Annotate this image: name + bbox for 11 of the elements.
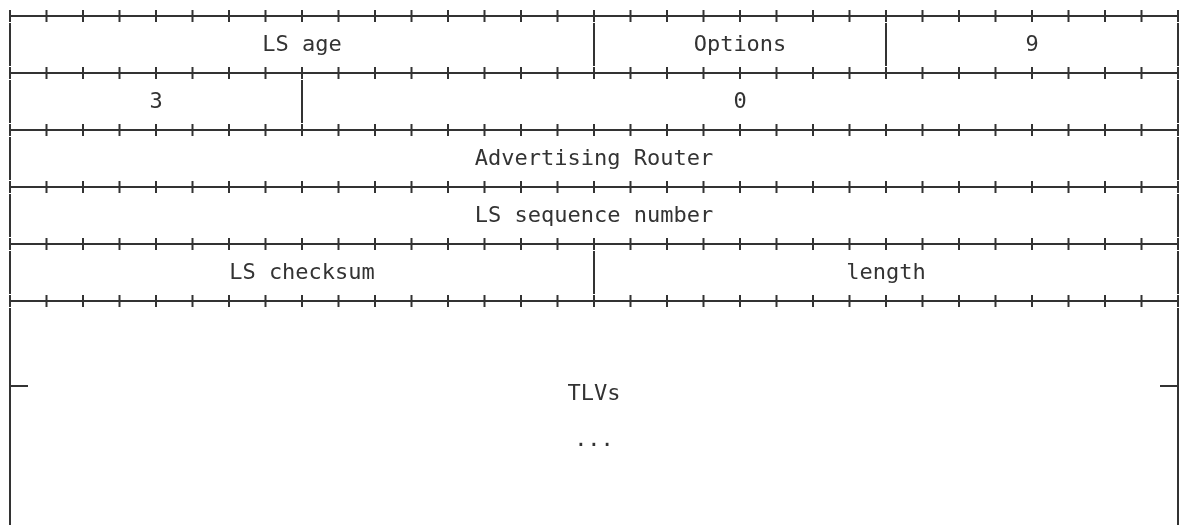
field-label: Options	[692, 31, 788, 57]
field-label: 9	[1024, 31, 1040, 57]
field-label: 3	[148, 88, 164, 114]
field-label: LS age	[261, 31, 343, 57]
field-label: TLVs	[566, 380, 622, 406]
field-label: LS checksum	[228, 259, 376, 285]
field-label: LS sequence number	[473, 202, 715, 228]
field-label: 0	[732, 88, 748, 114]
field-label: Advertising Router	[473, 145, 715, 171]
ellipsis-label: ...	[573, 426, 615, 452]
field-label: length	[845, 259, 927, 285]
